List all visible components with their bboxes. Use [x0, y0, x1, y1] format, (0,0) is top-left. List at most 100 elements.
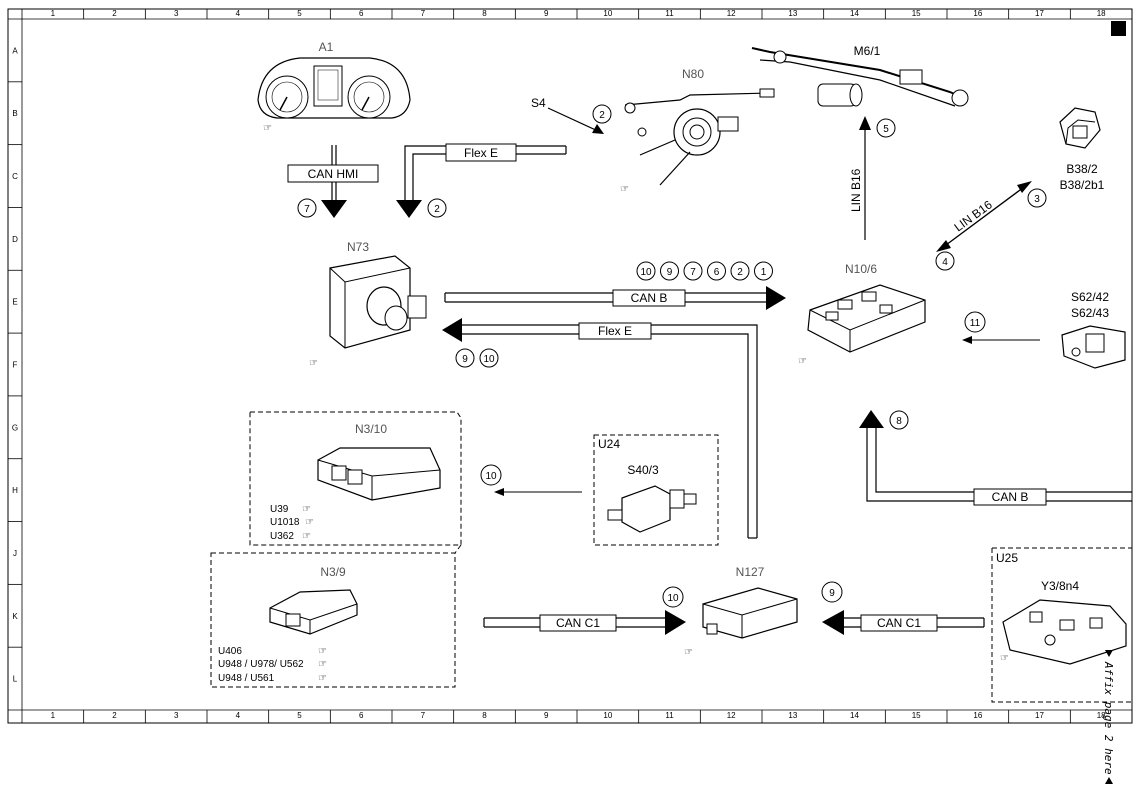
grid-column-label: 13	[788, 711, 797, 720]
circle-badge: 7	[683, 261, 703, 281]
svg-text:9: 9	[829, 588, 835, 599]
circle-badge: 1	[754, 261, 773, 281]
valve-body-y3-8n4[interactable]	[1002, 599, 1127, 665]
svg-text:☞: ☞	[318, 646, 327, 657]
svg-text:☞: ☞	[318, 673, 327, 684]
grid-column-label: 9	[544, 9, 549, 18]
n3-10-codes: U39 U1018 U362 ☞ ☞ ☞	[270, 504, 314, 542]
circle-badge: 3	[1027, 188, 1047, 208]
grid-row-label: H	[12, 486, 18, 495]
svg-text:1: 1	[761, 267, 767, 278]
can-c1-left-connection	[483, 610, 686, 635]
circle-badge: 2	[592, 104, 612, 124]
svg-text:2: 2	[737, 267, 743, 278]
grid-row-label: E	[12, 298, 17, 307]
switch-s62[interactable]	[1061, 325, 1126, 369]
grid-column-label: 3	[174, 9, 179, 18]
grid-column-label: 11	[665, 711, 674, 720]
lin-b16-diagonal-label: LIN B16	[952, 197, 996, 234]
svg-text:U1018: U1018	[270, 517, 300, 528]
grid-column-label: 15	[912, 9, 921, 18]
brake-switch-s40-3[interactable]	[607, 485, 697, 533]
n73-label: N73	[347, 240, 369, 254]
grid-column-label: 11	[665, 9, 674, 18]
can-b-mid-connection	[444, 286, 786, 310]
hand-pointer-icon: ☞	[309, 358, 318, 369]
lin-b16-diagonal-connection	[936, 181, 1032, 252]
grid-column-label: 3	[174, 711, 179, 720]
circle-badge: 10	[480, 464, 502, 486]
grid-row-label: B	[12, 109, 17, 118]
flex-e-top-connection	[396, 143, 567, 218]
can-c1-right-label: CAN C1	[877, 616, 921, 630]
engine-control-unit-n3-10[interactable]	[317, 447, 441, 501]
s62-connection	[962, 336, 1040, 344]
flex-e-top-label: Flex E	[464, 146, 498, 160]
svg-text:10: 10	[485, 471, 497, 482]
circle-badge: 2	[730, 261, 750, 281]
a1-label: A1	[319, 40, 334, 54]
svg-text:7: 7	[690, 267, 696, 278]
circle-badge: 10	[662, 586, 684, 608]
grid-column-label: 17	[1035, 711, 1044, 720]
grid-column-label: 17	[1035, 9, 1044, 18]
grid-column-label: 12	[727, 9, 736, 18]
can-b-low-label: CAN B	[992, 490, 1029, 504]
circle-badge: 4	[935, 251, 955, 271]
b38-2-label: B38/2	[1066, 162, 1098, 176]
u24-connection	[494, 488, 582, 496]
svg-text:☞: ☞	[305, 517, 314, 528]
ignition-switch-n73[interactable]	[329, 255, 427, 349]
m6-1-label: M6/1	[854, 44, 881, 58]
circle-badge: 10	[479, 348, 499, 368]
can-b-low-connection	[859, 410, 1132, 506]
u25-label: U25	[996, 551, 1018, 565]
u25-group	[991, 547, 1132, 703]
svg-text:☞: ☞	[302, 504, 311, 515]
hand-pointer-icon: ☞	[798, 356, 807, 367]
s40-3-label: S40/3	[627, 463, 659, 477]
grid-row-label: A	[12, 46, 18, 55]
svg-text:U948 / U978/ U562: U948 / U978/ U562	[218, 659, 304, 670]
circle-badge: 9	[660, 261, 679, 281]
svg-text:☞: ☞	[318, 659, 327, 670]
svg-text:10: 10	[483, 354, 495, 365]
transmission-control-unit-n3-9[interactable]	[269, 589, 358, 635]
affix-page-note: Affix page 2 here	[1102, 650, 1115, 784]
steering-column-module-n80[interactable]	[624, 88, 775, 186]
grid-column-label: 14	[850, 9, 859, 18]
s62-42-label: S62/42	[1071, 290, 1109, 304]
grid-row-label: C	[12, 172, 18, 181]
rain-light-sensor-b38-2[interactable]	[1059, 107, 1101, 149]
grid-column-label: 16	[973, 9, 982, 18]
svg-text:10: 10	[640, 267, 652, 278]
flex-e-mid-connection	[442, 318, 758, 539]
n3-9-label: N3/9	[320, 565, 346, 579]
sam-module-n10-6[interactable]	[807, 284, 926, 353]
svg-text:U948 / U561: U948 / U561	[218, 673, 275, 684]
grid-column-labels: 1122334455667788991010111112121313141415…	[51, 9, 1106, 723]
wiper-linkage-m6-1[interactable]	[751, 47, 969, 107]
grid-column-label: 12	[727, 711, 736, 720]
grid-column-label: 15	[912, 711, 921, 720]
svg-text:5: 5	[883, 124, 889, 135]
hand-pointer-icon: ☞	[1000, 653, 1009, 664]
s4-pointer	[547, 107, 604, 134]
s4-label: S4	[531, 96, 546, 110]
grid-column-label: 7	[421, 9, 426, 18]
circle-badge: 10	[636, 261, 656, 281]
powertrain-controller-n127[interactable]	[702, 587, 798, 639]
instrument-cluster-a1[interactable]	[257, 57, 411, 119]
svg-text:7: 7	[304, 204, 310, 215]
diagram-frame	[7, 8, 1133, 724]
circle-badge: 11	[964, 311, 986, 333]
svg-text:U39: U39	[270, 504, 289, 515]
can-hmi-connection	[287, 145, 379, 218]
hand-pointer-icon: ☞	[684, 647, 693, 658]
grid-column-label: 10	[603, 711, 612, 720]
grid-column-label: 4	[236, 711, 241, 720]
circle-badge: 8	[889, 410, 909, 430]
y3-8n4-label: Y3/8n4	[1041, 579, 1079, 593]
